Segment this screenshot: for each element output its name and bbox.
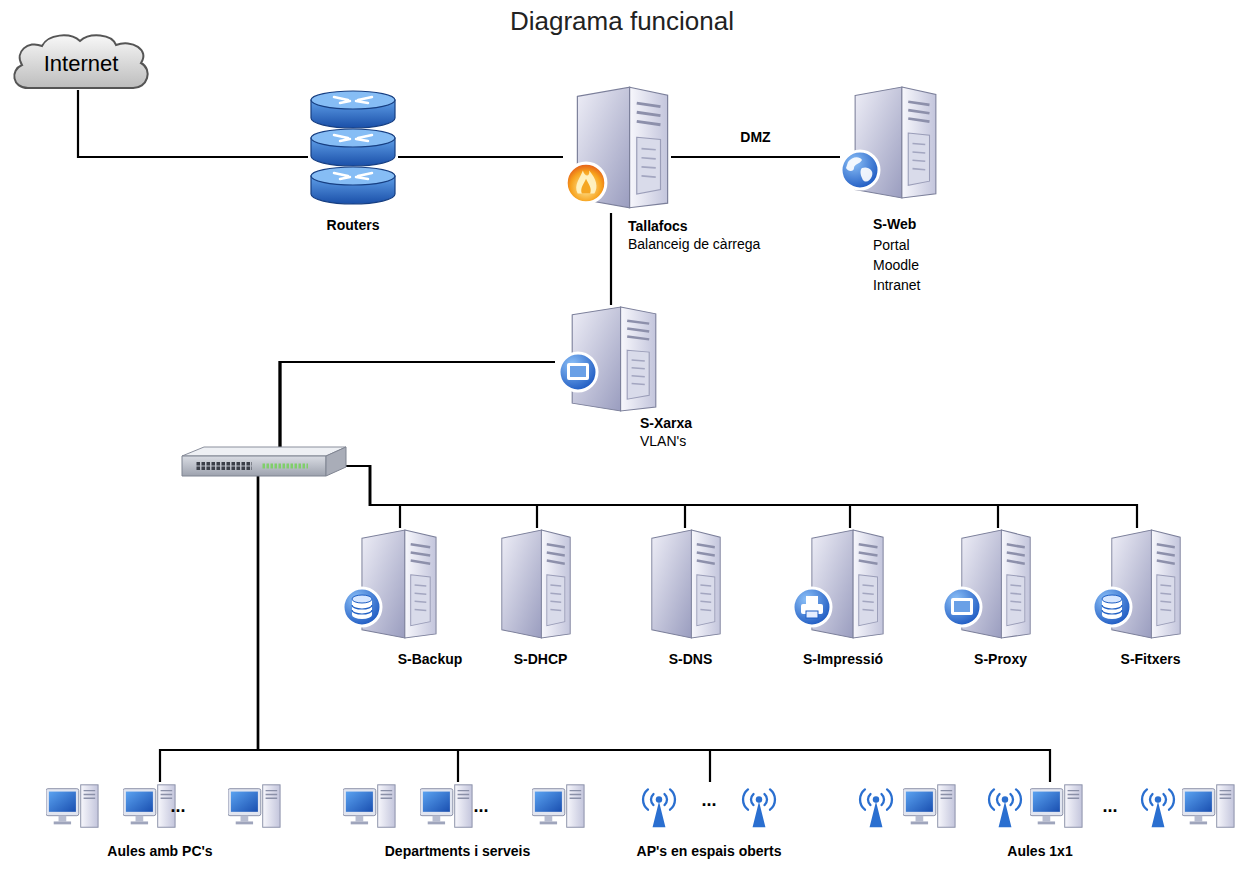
node-label: Routers xyxy=(327,216,380,234)
window-badge xyxy=(559,353,597,391)
node-caption: Departments i serveis xyxy=(385,842,531,860)
node-label: Tallafocs xyxy=(628,217,760,235)
node-label: Aules 1x1 xyxy=(1007,842,1072,860)
network-device: S-XarxaVLAN's xyxy=(555,305,658,413)
ellipsis-label: ... xyxy=(701,790,716,811)
node-label: Departments i serveis xyxy=(385,842,531,860)
network-link xyxy=(280,362,555,528)
window-badge xyxy=(943,588,981,626)
network-device: S-DHCP xyxy=(498,528,573,642)
router-icon xyxy=(311,91,395,204)
network-device: TallafocsBalanceig de càrrega xyxy=(563,85,671,213)
node-description: VLAN's xyxy=(640,432,692,450)
network-link xyxy=(78,90,308,157)
node-caption: Routers xyxy=(327,216,380,234)
ellipsis-label: ... xyxy=(473,796,488,817)
network-device: S-Proxy xyxy=(938,528,1033,642)
network-link xyxy=(258,362,1050,782)
network-device: S-Fitxers xyxy=(1088,528,1183,642)
node-caption: AP's en espais oberts xyxy=(637,842,782,860)
network-device: S-DNS xyxy=(648,528,723,642)
client-group: Departments i serveis xyxy=(341,782,588,832)
network-link xyxy=(160,362,555,782)
node-caption: Aules 1x1 xyxy=(1007,842,1072,860)
globe-badge xyxy=(841,151,879,189)
node-caption: S-WebPortal Moodle Intranet xyxy=(873,215,920,295)
node-caption: S-Backup xyxy=(398,650,463,668)
node-caption: S-Impressió xyxy=(803,650,883,668)
server-icons xyxy=(343,87,1180,638)
node-label: Internet xyxy=(44,51,119,77)
node-caption: S-DNS xyxy=(669,650,713,668)
network-link xyxy=(610,213,612,305)
node-label: S-DHCP xyxy=(514,650,568,668)
node-caption: S-Proxy xyxy=(974,650,1027,668)
diagram-title: Diagrama funcional xyxy=(0,6,1244,37)
node-caption: S-Fitxers xyxy=(1121,650,1181,668)
node-label: S-Backup xyxy=(398,650,463,668)
node-label: S-Xarxa xyxy=(640,414,692,432)
database-badge xyxy=(343,588,381,626)
ellipsis-label: ... xyxy=(1102,796,1117,817)
network-link xyxy=(280,362,1137,528)
database-badge xyxy=(1093,588,1131,626)
node-label: S-DNS xyxy=(669,650,713,668)
node-label: AP's en espais oberts xyxy=(637,842,782,860)
node-text-holder: Internet xyxy=(8,32,154,92)
node-label: S-Web xyxy=(873,215,920,233)
node-caption: Aules amb PC's xyxy=(107,842,212,860)
node-label: Aules amb PC's xyxy=(107,842,212,860)
printer-badge xyxy=(793,588,831,626)
server-icon xyxy=(502,530,570,638)
switch-icon xyxy=(182,447,346,476)
network-link xyxy=(258,362,710,782)
ellipsis-label: ... xyxy=(170,796,185,817)
network-device: S-Backup xyxy=(338,528,438,642)
cloud-outline xyxy=(14,35,147,88)
node-label: S-Impressió xyxy=(803,650,883,668)
node-label: S-Proxy xyxy=(974,650,1027,668)
network-link xyxy=(671,156,840,158)
network-device: Routers xyxy=(308,88,398,206)
node-description: Balanceig de càrrega xyxy=(628,235,760,253)
client-group: Aules amb PC's xyxy=(44,782,284,832)
node-caption: TallafocsBalanceig de càrrega xyxy=(628,217,760,253)
network-device: S-Impressió xyxy=(788,528,888,642)
node-caption: S-DHCP xyxy=(514,650,568,668)
link-label: DMZ xyxy=(738,129,772,145)
firewall-badge xyxy=(566,163,606,203)
node-label: S-Fitxers xyxy=(1121,650,1181,668)
node-description: Portal Moodle Intranet xyxy=(873,235,920,295)
network-link xyxy=(398,156,563,158)
client-group: Aules 1x1 xyxy=(850,782,1238,832)
node-caption: S-XarxaVLAN's xyxy=(640,414,692,450)
network-link xyxy=(280,362,555,528)
client-icons xyxy=(46,785,1234,827)
network-device: S-WebPortal Moodle Intranet xyxy=(840,85,940,205)
cloud-node: Internet xyxy=(8,32,154,92)
server-icon xyxy=(652,530,720,638)
